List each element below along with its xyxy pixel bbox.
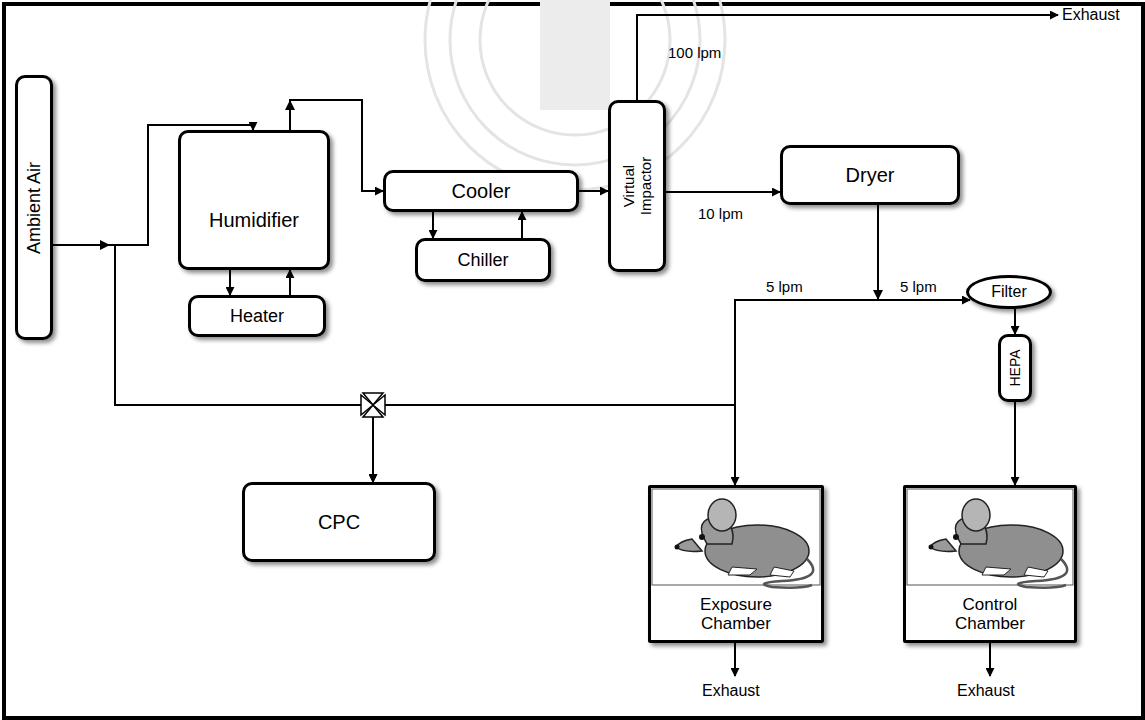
flow-connector (878, 205, 970, 300)
flow-rate: 10 lpm (698, 205, 743, 222)
impactor-box: Virtual Impactor (608, 100, 666, 272)
node-label: Filter (991, 283, 1027, 301)
node-label: Virtual Impactor (620, 141, 655, 231)
node-label: Dryer (846, 164, 895, 187)
flow-connector (666, 191, 780, 193)
flow-rate: 5 lpm (766, 278, 803, 295)
exhaust-label: Exhaust (1062, 6, 1120, 24)
node-label: CPC (318, 511, 360, 534)
chamber-box: Control Chamber (903, 485, 1077, 643)
node-label: Control Chamber (940, 595, 1040, 634)
instrument-box: CPC (242, 482, 436, 562)
flow-connector (432, 212, 434, 238)
inlet-box: Ambient Air (15, 75, 53, 340)
flow-rate: 5 lpm (900, 278, 937, 295)
flow-connector (521, 212, 523, 238)
flow-connector (1014, 402, 1016, 485)
exhaust-label: Exhaust (957, 682, 1015, 700)
node-label: Cooler (452, 180, 511, 203)
flow-connector (579, 190, 608, 192)
process-box: Heater (188, 295, 326, 337)
flow-connector (53, 245, 373, 482)
node-label: Exposure Chamber (686, 595, 786, 634)
exhaust-label: Exhaust (702, 682, 760, 700)
node-label: Chiller (457, 250, 508, 271)
flow-connector (735, 205, 878, 485)
flow-rate: 100 lpm (668, 44, 721, 61)
flow-connector (289, 270, 291, 295)
node-label: HEPA (1007, 338, 1023, 398)
flow-connector (1014, 309, 1016, 334)
process-box: Chiller (415, 238, 551, 282)
process-box: Dryer (780, 145, 960, 205)
filter-ellipse: Filter (966, 275, 1052, 309)
process-box: Humidifier (178, 130, 330, 270)
chamber-box: Exposure Chamber (648, 485, 824, 643)
process-box: Cooler (383, 170, 579, 212)
node-label: Ambient Air (24, 83, 45, 333)
flow-connector (229, 270, 231, 295)
node-label: Humidifier (209, 209, 299, 232)
node-label: Heater (230, 306, 284, 327)
hepa-box: HEPA (998, 334, 1032, 402)
